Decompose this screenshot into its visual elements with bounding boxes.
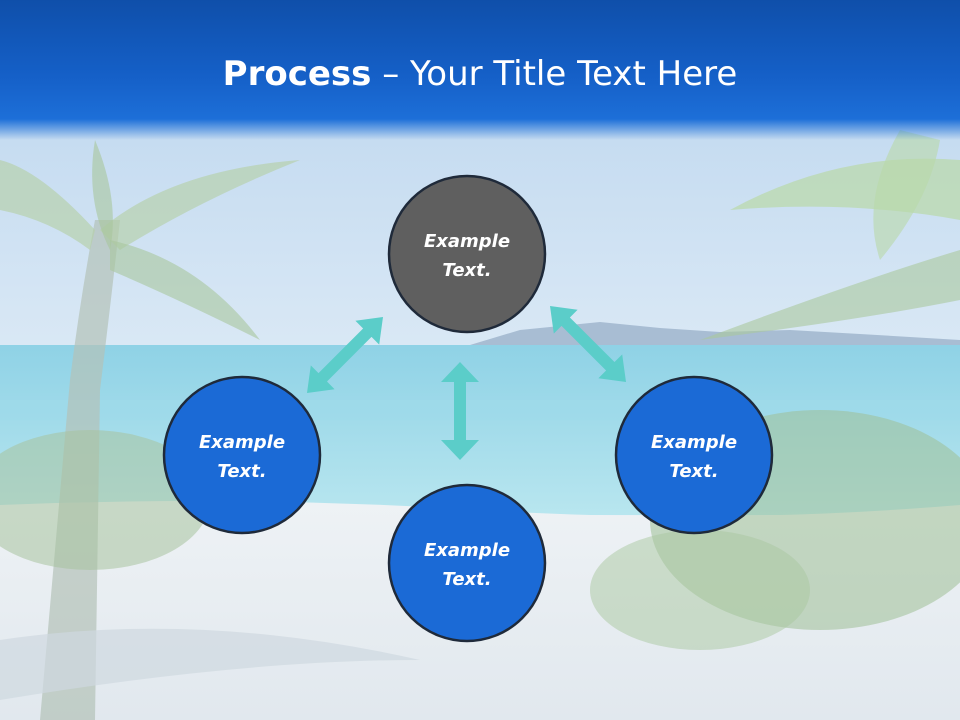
title-dash: – bbox=[371, 54, 411, 94]
node-bottom-label-line2: Text. bbox=[442, 569, 491, 590]
node-top-label-line1: Example bbox=[424, 231, 510, 252]
node-left-circle bbox=[162, 375, 322, 535]
node-right-label-line2: Text. bbox=[669, 461, 718, 482]
title-header-band bbox=[0, 0, 960, 140]
node-right-label-line1: Example bbox=[651, 432, 737, 453]
node-right-circle bbox=[614, 375, 774, 535]
arrow-top-left bbox=[307, 317, 383, 393]
node-left-label-line2: Text. bbox=[217, 461, 266, 482]
node-top-label-line2: Text. bbox=[442, 260, 491, 281]
node-right: Example Text. bbox=[614, 375, 774, 535]
node-top-circle bbox=[387, 174, 547, 334]
title-bold-part: Process bbox=[222, 54, 372, 94]
slide-title: Process – Your Title Text Here bbox=[0, 52, 960, 96]
node-left-label-line1: Example bbox=[199, 432, 285, 453]
node-bottom: Example Text. bbox=[387, 483, 547, 643]
node-bottom-label-line1: Example bbox=[424, 540, 510, 561]
title-rest: Your Title Text Here bbox=[410, 54, 738, 94]
arrow-top-right bbox=[550, 306, 626, 382]
arrow-center-vertical bbox=[441, 362, 479, 460]
node-top: Example Text. bbox=[387, 174, 547, 334]
node-bottom-circle bbox=[387, 483, 547, 643]
node-left: Example Text. bbox=[162, 375, 322, 535]
